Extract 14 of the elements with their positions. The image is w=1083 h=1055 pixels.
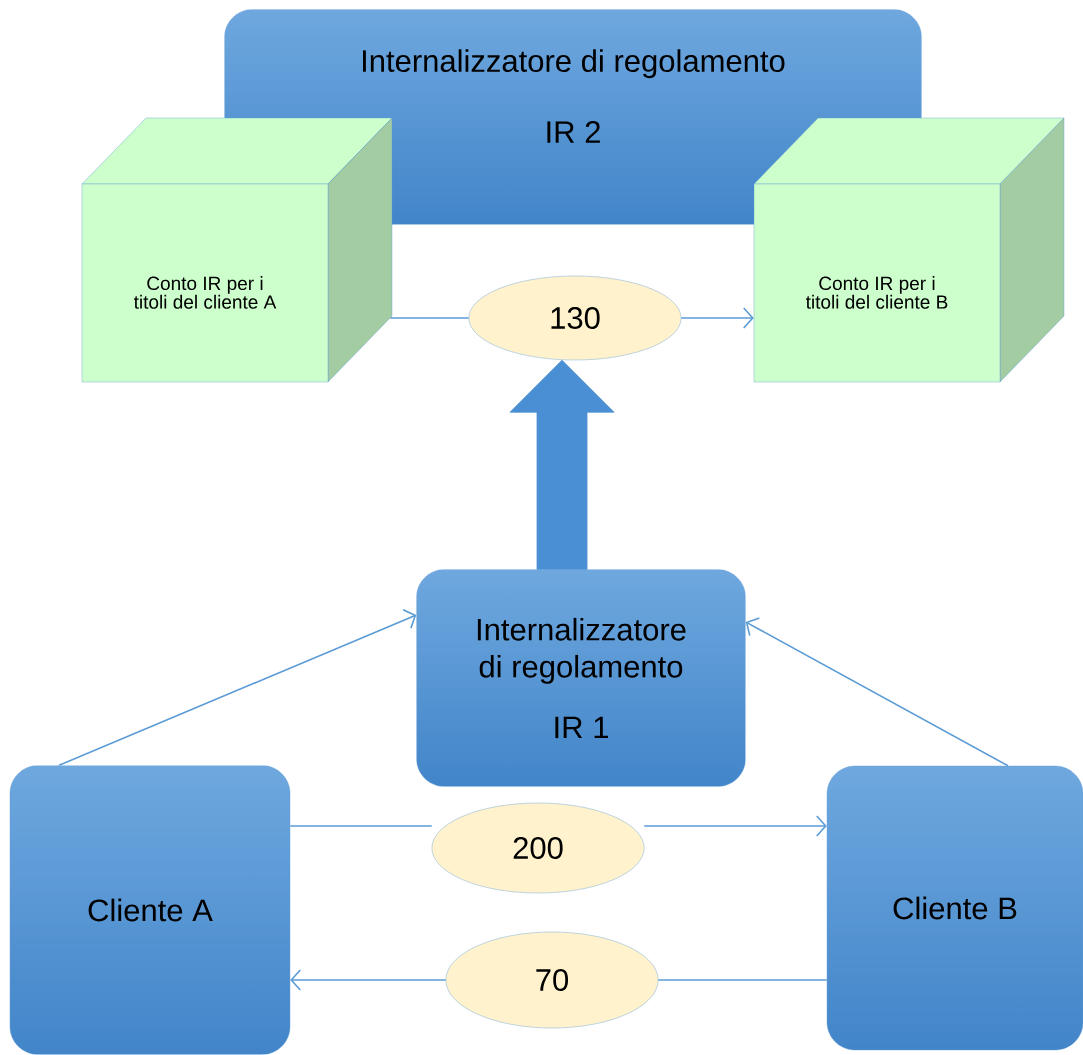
arrow	[290, 969, 447, 991]
rounded-box: Internalizzatore di regolamento IR 1	[416, 569, 746, 787]
cube: Conto IR per i titoli del cliente A	[81, 117, 393, 383]
arrow	[643, 815, 827, 837]
block-arrow	[509, 359, 615, 570]
line	[657, 979, 828, 981]
arrow	[58, 608, 417, 767]
line	[289, 825, 433, 827]
rounded-box: Cliente A	[9, 765, 291, 1055]
cube: Conto IR per i titoli del cliente B	[753, 117, 1065, 383]
rounded-box: Cliente B	[826, 765, 1083, 1051]
arrow	[680, 307, 754, 329]
line	[389, 317, 470, 319]
arrow	[745, 617, 1009, 767]
